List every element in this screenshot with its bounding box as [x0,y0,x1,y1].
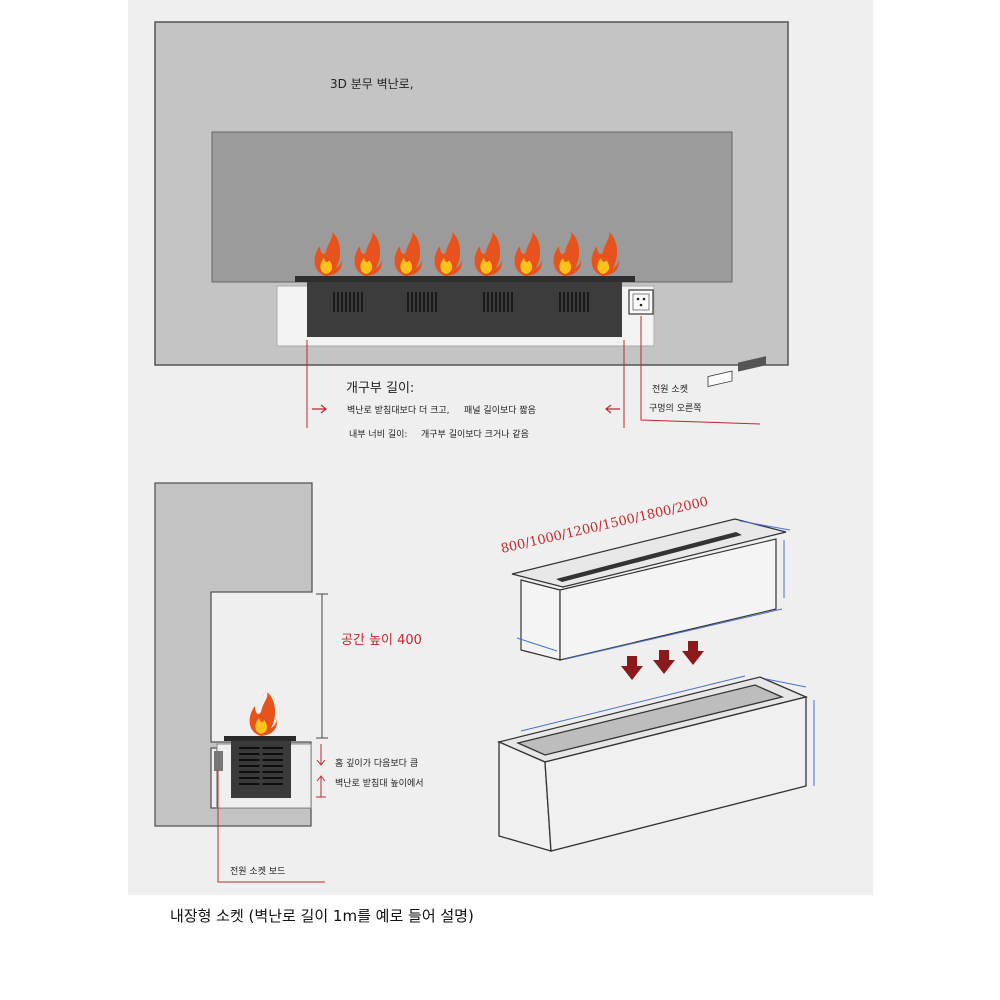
power-socket-label: 전원 소켓 [652,384,688,395]
fireplace-top-plate [295,276,635,282]
opening-note-2: 패널 길이보다 짧음 [464,404,536,416]
down-arrow-icon [653,650,675,674]
right-arrow-icon [312,404,327,414]
vent-2 [407,292,437,312]
insert-dimensions [516,520,791,660]
box-dimensions [520,675,815,786]
vent-1 [333,292,363,312]
vent-4 [559,292,589,312]
socket-board-leader [217,770,325,883]
caption: 내장형 소켓 (벽난로 길이 1m를 예로 들어 설명) [170,907,474,925]
flame-icon [354,232,382,276]
down-arrow-icon [621,656,643,680]
opening-length-title: 개구부 길이: [346,381,414,396]
fireplace-insert [511,356,787,661]
space-height-label: 공간 높이 400 [341,633,422,648]
down-arrow-icon [682,641,704,665]
vent-grilles [333,292,589,312]
top-annotations: 개구부 길이: 벽난로 받침대보다 더 크고, 패널 길이보다 짧음 내부 너비… [306,316,761,440]
panel [211,131,733,283]
front-view: 3D 분무 벽난로, [154,21,789,366]
socket-board-label: 전원 소켓 보드 [230,866,285,877]
top-title: 3D 분무 벽난로, [330,77,414,91]
flame-row [314,232,619,276]
socket-leader-line [640,316,761,425]
down-arrow-icons [621,641,704,680]
vent-slot [738,356,766,372]
inner-width-label: 내부 너비 길이: [349,429,407,440]
socket-board [214,751,223,771]
flame-icon [249,692,277,736]
groove-note-1: 홈 깊이가 다음보다 큼 [335,757,418,769]
side-section-view: 공간 높이 400 홈 깊이가 다음보다 큼 벽난로 받침대 높이에서 전원 소… [154,482,424,883]
install-box [496,676,809,852]
left-arrow-icon [605,404,620,414]
isometric-views: 800/1000/1200/1500/1800/2000 [496,356,815,852]
groove-note-2: 벽난로 받침대 높이에서 [335,778,424,789]
flame-icon [314,232,342,276]
flame-icon [591,232,619,276]
control-panel [707,370,733,388]
opening-note-1: 벽난로 받침대보다 더 크고, [347,405,450,416]
flame-icon [514,232,542,276]
vent-3 [483,292,513,312]
box-grille [239,744,283,792]
fireplace-body [307,282,622,337]
flame-icon [553,232,581,276]
groove-depth-markers [316,744,326,798]
flame-icon [394,232,422,276]
box-top-plate [224,736,296,741]
flame-icon [474,232,502,276]
power-socket-note: 구멍의 오른쪽 [649,403,702,414]
power-socket-icon [628,289,654,315]
inner-width-note: 개구부 길이보다 크거나 같음 [421,428,529,440]
flame-icon [434,232,462,276]
space-height-dimension [316,593,328,739]
